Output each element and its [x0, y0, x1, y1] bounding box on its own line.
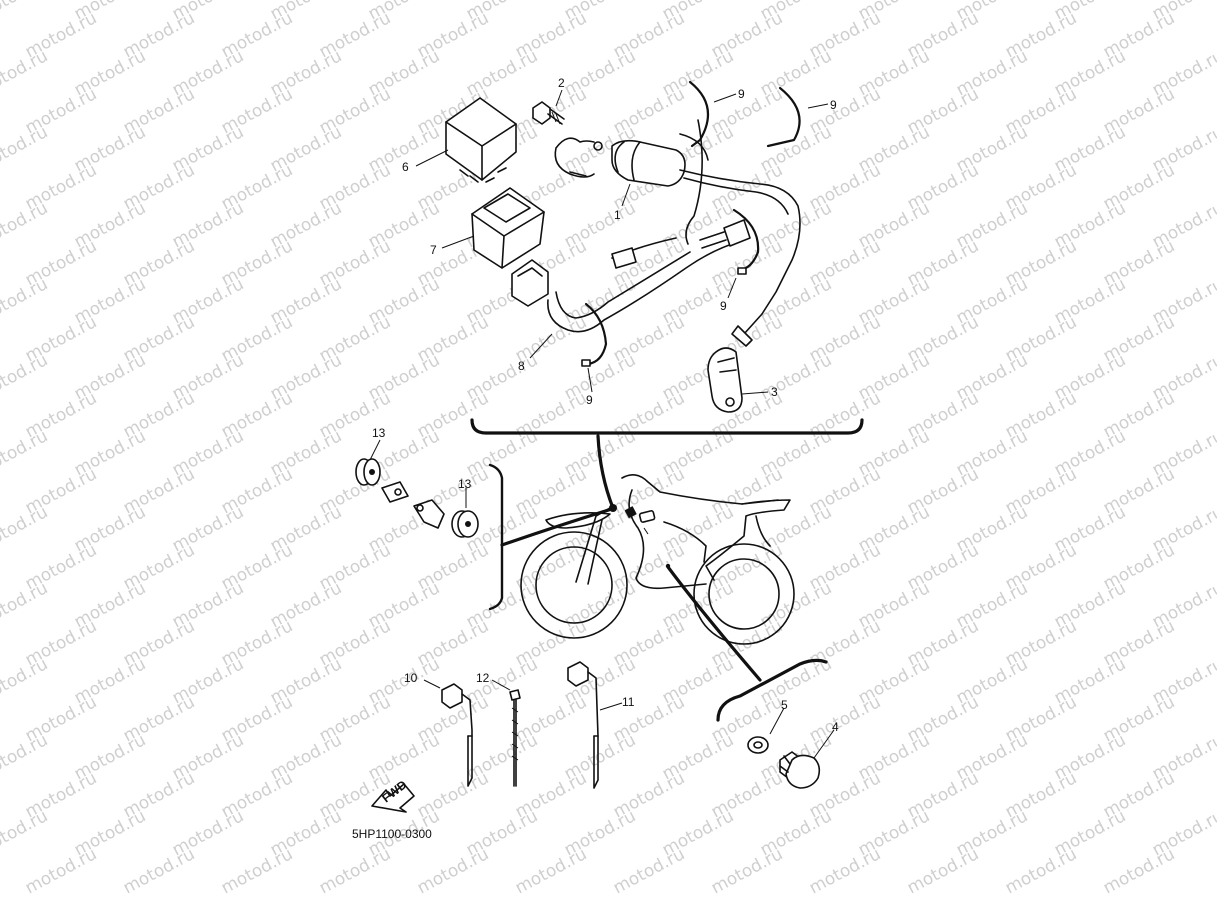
- watermark-text: motod.ru: [806, 844, 884, 898]
- label-part-10: 10: [404, 671, 418, 685]
- cdi-unit-part: [445, 97, 517, 183]
- label-part-13-a: 13: [372, 426, 386, 440]
- label-part-12: 12: [476, 671, 490, 685]
- clamp-parts: [581, 80, 801, 367]
- label-part-4: 4: [832, 720, 839, 734]
- bolt-part: [532, 101, 565, 125]
- watermark-text: motod.ru: [0, 578, 51, 632]
- label-part-9-low: 9: [586, 393, 593, 407]
- watermark-text: motod.ru: [904, 844, 982, 898]
- watermark-text: motod.ru: [0, 0, 51, 24]
- label-part-5: 5: [781, 698, 788, 712]
- ignition-coil-part: [554, 133, 801, 315]
- watermark-text: motod.ru: [1100, 844, 1178, 898]
- wire-harness-part: [511, 119, 751, 333]
- label-part-9-top-a: 9: [738, 87, 745, 101]
- upper-group-bracket: [470, 418, 864, 435]
- watermark-text: motod.ru: [316, 844, 394, 898]
- label-part-3: 3: [771, 385, 778, 399]
- watermark-text: motod.ru: [0, 730, 51, 784]
- label-part-2: 2: [558, 76, 565, 90]
- motorcycle-outline: [520, 474, 795, 645]
- label-part-6: 6: [402, 160, 409, 174]
- label-part-11: 11: [622, 695, 635, 709]
- lower-right-bracket: [716, 658, 828, 722]
- watermark-text: motod.ru: [708, 844, 786, 898]
- watermark-text: motod.ru: [0, 654, 51, 708]
- bracket-pointer-line: [596, 434, 615, 510]
- watermark-text: motod.ru: [610, 844, 688, 898]
- lower-right-pointer: [666, 565, 762, 682]
- watermark-text: motod.ru: [0, 122, 51, 176]
- watermark-text: motod.ru: [120, 844, 198, 898]
- watermark-text: motod.ru: [22, 844, 100, 898]
- diagram-code: 5HP1100-0300: [352, 827, 432, 841]
- label-part-9-top-b: 9: [830, 98, 837, 112]
- watermark-text: motod.ru: [0, 274, 51, 328]
- leader-lines: [369, 89, 835, 759]
- label-part-9-mid: 9: [720, 299, 727, 313]
- watermark-text: motod.ru: [512, 844, 590, 898]
- watermark-text: motod.ru: [0, 46, 51, 100]
- watermark-text: motod.ru: [414, 844, 492, 898]
- bolt-and-washer-parts: [747, 736, 821, 789]
- grommet-and-bracket-parts: [355, 458, 479, 538]
- watermark-text: motod.ru: [0, 502, 51, 556]
- watermark-text: motod.ru: [0, 426, 51, 480]
- label-part-7: 7: [430, 243, 437, 257]
- cable-tie-parts: [441, 661, 599, 789]
- part-labels: 2 9 9 6 1 7 9 8 9 3 13 13 10 12 11 5 4: [372, 76, 839, 734]
- watermark-text: motod.ru: [0, 198, 51, 252]
- label-part-1: 1: [614, 208, 621, 222]
- label-part-13-b: 13: [458, 477, 472, 491]
- watermark-text: motod.ru: [0, 806, 51, 860]
- label-part-8: 8: [518, 359, 525, 373]
- spark-plug-cap-part: [707, 313, 763, 413]
- watermark-text: motod.ru: [218, 844, 296, 898]
- left-detail-frame: [488, 463, 504, 611]
- watermark-text: motod.ru: [0, 350, 51, 404]
- watermark-text: motod.ru: [1002, 844, 1080, 898]
- cdi-bracket-part: [471, 187, 545, 269]
